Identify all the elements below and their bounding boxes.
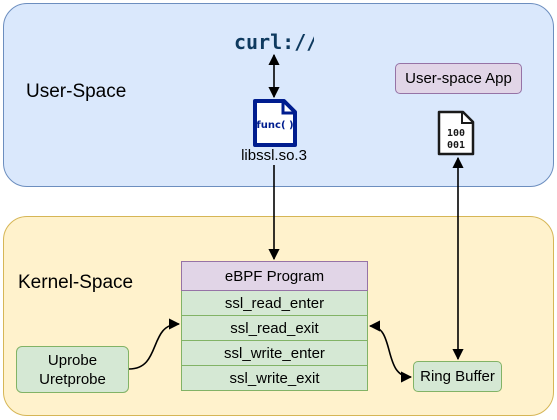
user-space-app-box: User-space App	[395, 63, 522, 94]
ebpf-function-ssl-write-enter: ssl_write_enter	[181, 341, 368, 366]
ebpf-function-ssl-write-exit: ssl_write_exit	[181, 366, 368, 391]
function-file-icon: func( )	[253, 99, 297, 147]
curl-logo: curl://	[234, 30, 314, 54]
probe-ebpf-connector	[128, 318, 181, 370]
curl-logo-text: curl://	[234, 30, 314, 54]
kernel-space-label: Kernel-Space	[18, 272, 134, 293]
uprobe-label: Uprobe	[47, 351, 98, 369]
uprobe-uretprobe-box: Uprobe Uretprobe	[16, 346, 129, 393]
ebpf-function-ssl-read-exit: ssl_read_exit	[181, 316, 368, 341]
ebpf-function-ssl-read-enter: ssl_read_enter	[181, 291, 368, 316]
uretprobe-label: Uretprobe	[39, 370, 106, 388]
binary-file-icon: 100 001	[437, 110, 475, 156]
libssl-label: libssl.so.3	[241, 147, 307, 164]
ebpf-ringbuffer-connector	[368, 320, 413, 383]
function-icon-text: func( )	[256, 120, 293, 131]
ebpf-program-header: eBPF Program	[181, 261, 368, 291]
ring-buffer-box: Ring Buffer	[413, 361, 502, 392]
user-space-label: User-Space	[26, 81, 127, 102]
binary-icon-line2: 001	[447, 140, 465, 151]
binary-icon-line1: 100	[447, 128, 465, 139]
